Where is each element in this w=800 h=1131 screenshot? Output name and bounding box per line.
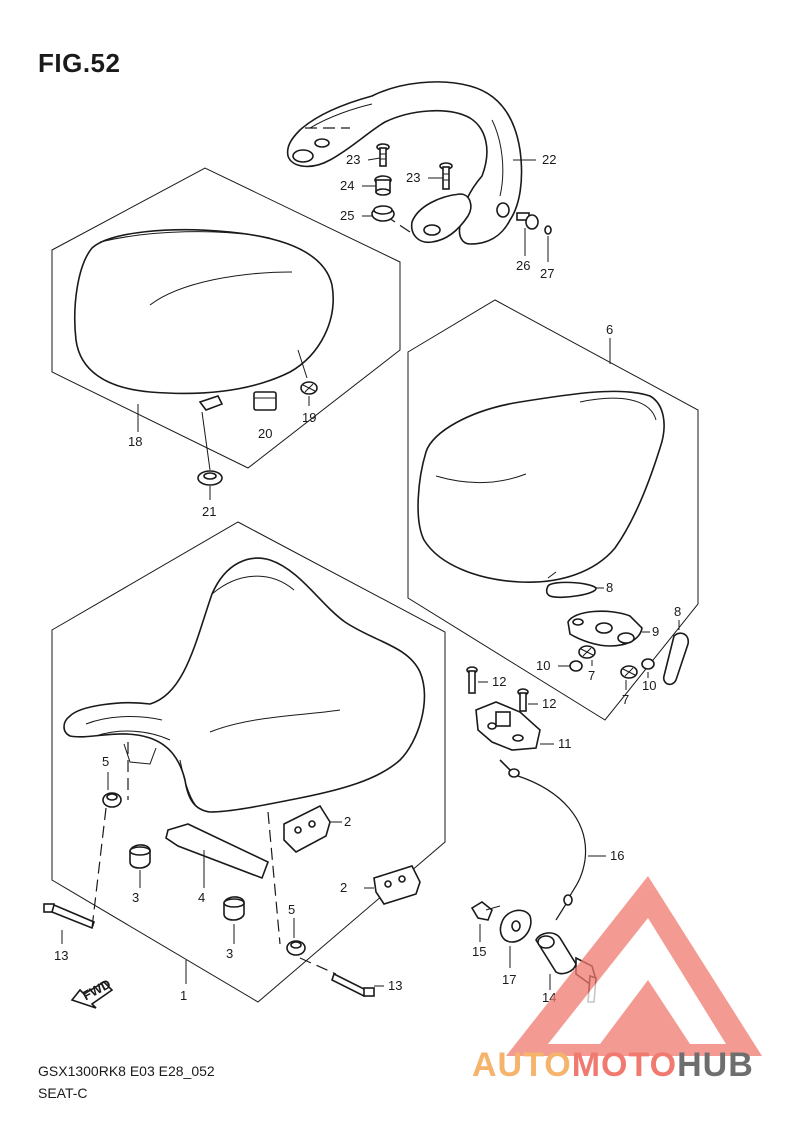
spacer-4 xyxy=(165,823,270,880)
grommet-5-left xyxy=(102,792,122,808)
callout-5: 5 xyxy=(288,902,295,917)
cushion-20 xyxy=(253,391,277,411)
callout-27: 27 xyxy=(540,266,554,281)
group-frame-rear-seat xyxy=(51,167,401,469)
seat-cowl xyxy=(417,390,665,583)
callout-7: 7 xyxy=(622,692,629,707)
callout-8: 8 xyxy=(674,604,681,619)
callout-17: 17 xyxy=(502,972,516,987)
callout-24: 24 xyxy=(340,178,354,193)
cushion-3-lower xyxy=(223,896,245,921)
callout-6: 6 xyxy=(606,322,613,337)
grab-rail xyxy=(286,81,523,245)
callout-11: 11 xyxy=(558,736,572,751)
callout-12: 12 xyxy=(542,696,556,711)
callout-22: 22 xyxy=(542,152,556,167)
bolt-23-right xyxy=(439,162,453,190)
callout-23: 23 xyxy=(406,170,420,185)
callout-19: 19 xyxy=(302,410,316,425)
seat-lock-cable-16 xyxy=(499,759,587,921)
callout-3: 3 xyxy=(226,946,233,961)
callout-16: 16 xyxy=(610,848,624,863)
callout-4: 4 xyxy=(198,890,205,905)
callout-2: 2 xyxy=(344,814,351,829)
cap-10-right xyxy=(641,658,655,670)
fwd-arrow-icon: FWD xyxy=(70,976,114,1009)
figure-title: FIG.52 xyxy=(38,48,121,78)
fastener-7-right xyxy=(620,665,638,679)
washer-27 xyxy=(544,225,552,235)
cushion-8-side xyxy=(662,632,690,686)
callout-1: 1 xyxy=(180,988,187,1003)
bolt-23-left xyxy=(376,143,390,167)
model-code: GSX1300RK8 E03 E28_052 xyxy=(38,1063,215,1079)
callout-21: 21 xyxy=(202,504,216,519)
callout-23: 23 xyxy=(346,152,360,167)
watermark-text: AUTOMOTOHUB xyxy=(472,1046,754,1085)
grommet-21 xyxy=(197,411,223,486)
collar-24 xyxy=(374,175,392,196)
cushion-8-upper xyxy=(545,571,597,599)
holder-15 xyxy=(470,901,501,921)
watermark-part-hub: HUB xyxy=(677,1046,754,1084)
callout-15: 15 xyxy=(472,944,486,959)
bolt-26 xyxy=(516,212,539,230)
section-name: SEAT-C xyxy=(38,1085,88,1101)
bolt-12-left xyxy=(466,666,478,694)
callout-26: 26 xyxy=(516,258,530,273)
bolt-12-right xyxy=(517,688,529,712)
cap-10-left xyxy=(569,660,583,672)
callout-20: 20 xyxy=(258,426,272,441)
leader-lines xyxy=(61,157,680,990)
callout-13: 13 xyxy=(54,948,68,963)
callout-7: 7 xyxy=(588,668,595,683)
bolt-13-right xyxy=(331,972,375,998)
watermark-part-auto: AUTO xyxy=(472,1046,572,1084)
fastener-19 xyxy=(300,381,318,395)
callout-10: 10 xyxy=(642,678,656,693)
callout-5: 5 xyxy=(102,754,109,769)
callout-labels: 22 23 23 24 25 26 27 18 20 19 21 6 8 8 9… xyxy=(54,152,681,1005)
callout-25: 25 xyxy=(340,208,354,223)
cushion-3-upper xyxy=(129,844,151,869)
callout-2: 2 xyxy=(340,880,347,895)
front-seat xyxy=(63,557,426,813)
bracket-9 xyxy=(567,610,643,647)
watermark-logo-icon xyxy=(506,876,762,1056)
group-frame-front-seat xyxy=(51,521,446,1003)
cushion-2-upper xyxy=(283,804,331,853)
bolt-13-left xyxy=(43,903,95,930)
callout-10: 10 xyxy=(536,658,550,673)
callout-8: 8 xyxy=(606,580,613,595)
callout-9: 9 xyxy=(652,624,659,639)
rear-seat xyxy=(73,228,334,411)
watermark-part-moto: MOTO xyxy=(571,1046,678,1084)
lock-cover-17 xyxy=(499,909,532,943)
callout-3: 3 xyxy=(132,890,139,905)
group-frame-seat-cowl xyxy=(407,299,699,721)
callout-18: 18 xyxy=(128,434,142,449)
callout-13: 13 xyxy=(388,978,402,993)
grommet-25 xyxy=(371,205,395,222)
grommet-5-right xyxy=(286,940,306,956)
fastener-7-left xyxy=(578,645,596,659)
callout-12: 12 xyxy=(492,674,506,689)
seat-lock-11 xyxy=(475,701,541,751)
cushion-2-lower xyxy=(373,865,421,905)
